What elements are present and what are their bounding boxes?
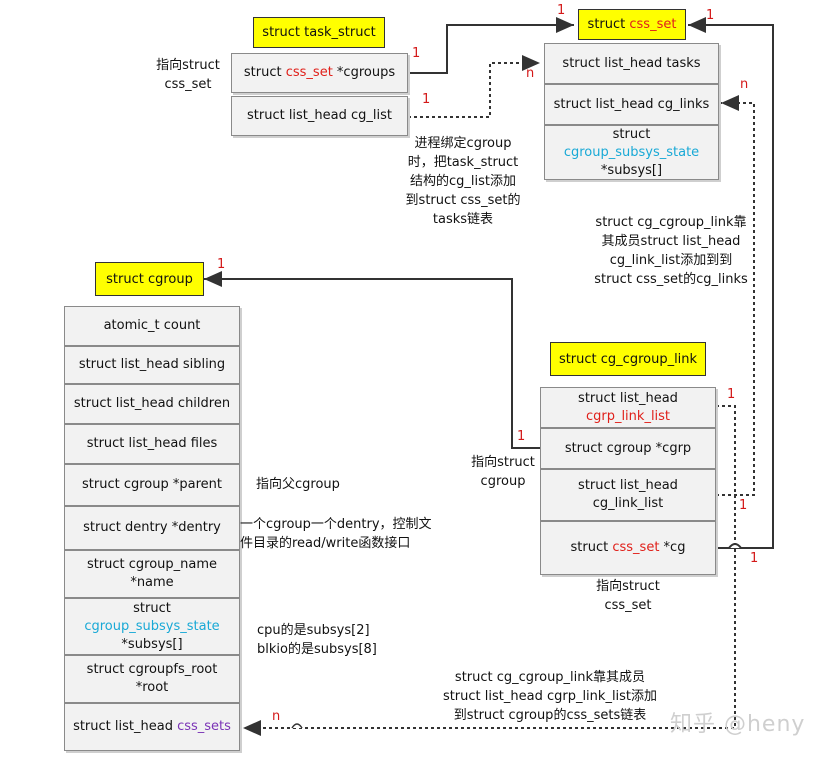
cgroup-name-line2: *name [130,575,174,590]
cgroup-sibling-text: struct list_head sibling [78,357,226,372]
arrow-cg-to-css-set [688,17,774,549]
cg-cgroup-link-field-cg: struct css_set *cg [540,521,716,575]
css-set-field-cg-links: struct list_head cg_links [544,84,719,125]
mult-css-set-right-1: 1 [706,8,715,23]
mult-cgrp-link-list-1: 1 [727,387,736,402]
cgroup-title-text: struct cgroup [106,271,193,287]
css-set-subsys-line2: cgroup_subsys_state [563,144,700,160]
cgroup-root-line1: struct cgroupfs_root [86,662,218,677]
mult-cg-list-1: 1 [422,92,431,107]
arrow-cgrp-to-cgroup [204,271,540,449]
mult-cgroup-1: 1 [217,257,226,272]
cgroup-parent-text: struct cgroup *parent [82,477,222,492]
cgroup-field-files: struct list_head files [64,424,240,464]
mult-css-sets-n: n [272,709,281,724]
mult-tasks-n: n [526,66,535,81]
cgroup-children-text: struct list_head children [73,396,231,411]
arrow-cg-list-to-tasks [408,55,540,118]
css-set-tasks-text: struct list_head tasks [562,55,701,71]
mult-css-set-top-1: 1 [557,3,566,18]
mult-cgroups-1: 1 [412,46,421,61]
task-struct-cgroups-text: struct css_set *cgroups [243,65,396,80]
css-set-title: struct css_set [578,9,686,40]
cgroup-name-line1: struct cgroup_name [86,557,218,572]
cgroup-field-parent: struct cgroup *parent [64,464,240,506]
cg-link-list-line1: struct list_head [578,478,678,493]
task-struct-cg-list-text: struct list_head cg_list [246,108,392,123]
cgroup-dentry-text: struct dentry *dentry [83,520,221,535]
annotation-link-cg-links: struct cg_cgroup_link靠 其成员struct list_he… [594,215,748,287]
cgroup-root-line2: *root [135,680,169,695]
cg-link-list-line2: cg_link_list [592,496,664,511]
mult-cg-links-n: n [740,77,749,92]
cgroup-field-sibling: struct list_head sibling [64,346,240,384]
cgroup-css-sets-text: struct list_head css_sets [73,719,231,734]
cgroup-title: struct cgroup [95,262,204,296]
cg-cgroup-link-title: struct cg_cgroup_link [550,342,706,376]
annotation-dentry: 一个cgroup一个dentry，控制文 件目录的read/write函数接口 [240,517,432,551]
cgrp-text: struct cgroup *cgrp [564,440,692,456]
annotation-point-cgroup: 指向struct cgroup [471,455,535,489]
annotation-point-parent: 指向父cgroup [256,477,340,492]
css-set-field-tasks: struct list_head tasks [544,43,719,84]
cg-text: struct css_set *cg [570,540,686,555]
cgroup-field-root: struct cgroupfs_root *root [64,655,240,703]
cgroup-files-text: struct list_head files [86,436,218,451]
task-struct-title-text: struct task_struct [262,25,376,40]
cgrp-link-list-line2: cgrp_link_list [585,408,671,424]
cgroup-field-dentry: struct dentry *dentry [64,506,240,550]
cgroup-field-css-sets: struct list_head css_sets [64,703,240,751]
css-set-subsys-line1: struct [612,126,651,142]
watermark: 知乎 @heny [670,712,806,737]
arrow-cgrp-link-list-to-css-sets [243,405,736,736]
annotation-link-css-sets: struct cg_cgroup_link靠其成员 struct list_he… [442,670,658,723]
task-struct-field-cgroups: struct css_set *cgroups [231,53,408,93]
css-set-subsys-line3: *subsys[] [600,162,663,178]
cg-cgroup-link-field-cgrp: struct cgroup *cgrp [540,428,716,469]
cgroup-subsys-line2: cgroup_subsys_state [84,618,220,634]
css-set-cg-links-text: struct list_head cg_links [553,96,710,112]
mult-cg-link-list-1: 1 [739,498,748,513]
annotation-bind-tasks: 进程绑定cgroup 时，把task_struct 结构的cg_list添加 到… [405,136,521,227]
css-set-field-subsys: struct cgroup_subsys_state *subsys[] [544,125,719,180]
mult-cg-1: 1 [750,551,759,566]
arrow-cgroups-to-css-set [408,17,574,74]
annotation-point-css-set-bottom: 指向struct css_set [596,579,660,613]
cgroup-subsys-line1: struct [133,600,171,616]
mult-cgrp-1: 1 [517,429,526,444]
cgroup-field-subsys: struct cgroup_subsys_state *subsys[] [64,598,240,655]
css-set-title-text: struct css_set [587,17,677,32]
cgrp-link-list-line1: struct list_head [578,390,678,406]
cg-cgroup-link-field-cgrp-link-list: struct list_head cgrp_link_list [540,387,716,428]
annotation-subsys-index: cpu的是subsys[2] blkio的是subsys[8] [257,623,377,657]
annotation-point-css-set: 指向struct css_set [156,58,220,92]
cgroup-field-count: atomic_t count [64,306,240,346]
task-struct-title: struct task_struct [253,17,385,48]
cgroup-field-children: struct list_head children [64,384,240,424]
cgroup-subsys-line3: *subsys[] [121,636,183,652]
cg-cgroup-link-title-text: struct cg_cgroup_link [558,351,698,367]
task-struct-field-cg-list: struct list_head cg_list [231,96,408,136]
cgroup-field-name: struct cgroup_name *name [64,550,240,598]
cg-cgroup-link-field-cg-link-list: struct list_head cg_link_list [540,469,716,521]
cgroup-count-text: atomic_t count [103,318,201,333]
